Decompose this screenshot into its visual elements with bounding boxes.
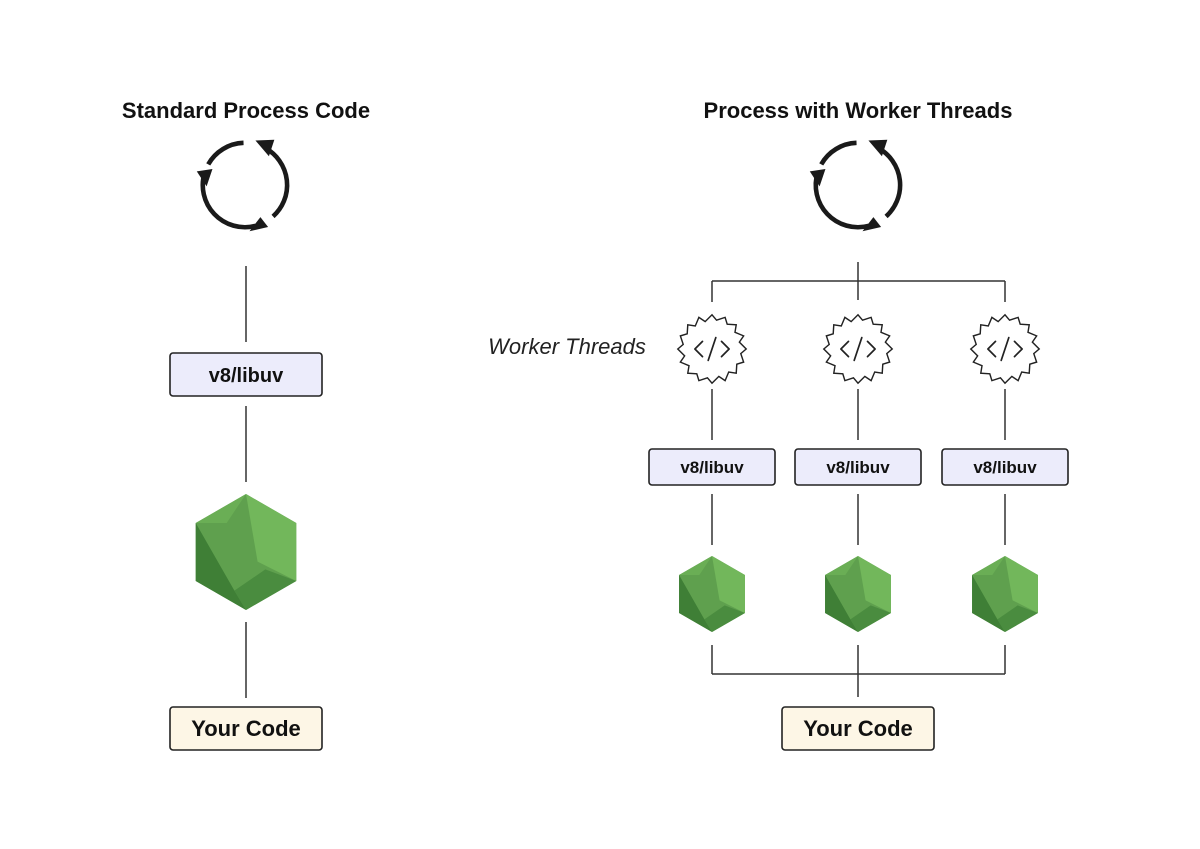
right-panel: Process with Worker Threads Worker Threa…: [488, 98, 1069, 751]
nodejs-hexagon-icon: [825, 556, 891, 632]
worker-lib-label: v8/libuv: [973, 458, 1037, 477]
nodejs-hexagon-icon: [679, 556, 745, 632]
worker-lib-box: [941, 448, 1069, 486]
worker-lib-box: [794, 448, 922, 486]
nodejs-hexagon-icon: [972, 556, 1038, 632]
event-loop-cycle-icon: [197, 140, 287, 231]
right-code-label: Your Code: [803, 716, 913, 741]
left-lib-box: [169, 352, 323, 397]
left-panel: Standard Process Code v8/libuv Your Code: [122, 98, 370, 751]
nodejs-hexagon-icon: [195, 494, 297, 610]
left-panel-title: Standard Process Code: [122, 98, 370, 123]
code-gear-icon: [969, 313, 1041, 385]
worker-lib-box: [648, 448, 776, 486]
code-gear-icon: [822, 313, 894, 385]
left-code-box: [169, 706, 323, 751]
worker-lib-label: v8/libuv: [680, 458, 744, 477]
left-lib-label: v8/libuv: [209, 365, 284, 387]
code-gear-icon: [676, 313, 748, 385]
right-code-box: [781, 706, 935, 751]
worker-lib-label: v8/libuv: [826, 458, 890, 477]
worker-threads-label: Worker Threads: [488, 334, 646, 359]
event-loop-cycle-icon: [810, 140, 900, 231]
left-code-label: Your Code: [191, 716, 301, 741]
right-panel-title: Process with Worker Threads: [704, 98, 1013, 123]
